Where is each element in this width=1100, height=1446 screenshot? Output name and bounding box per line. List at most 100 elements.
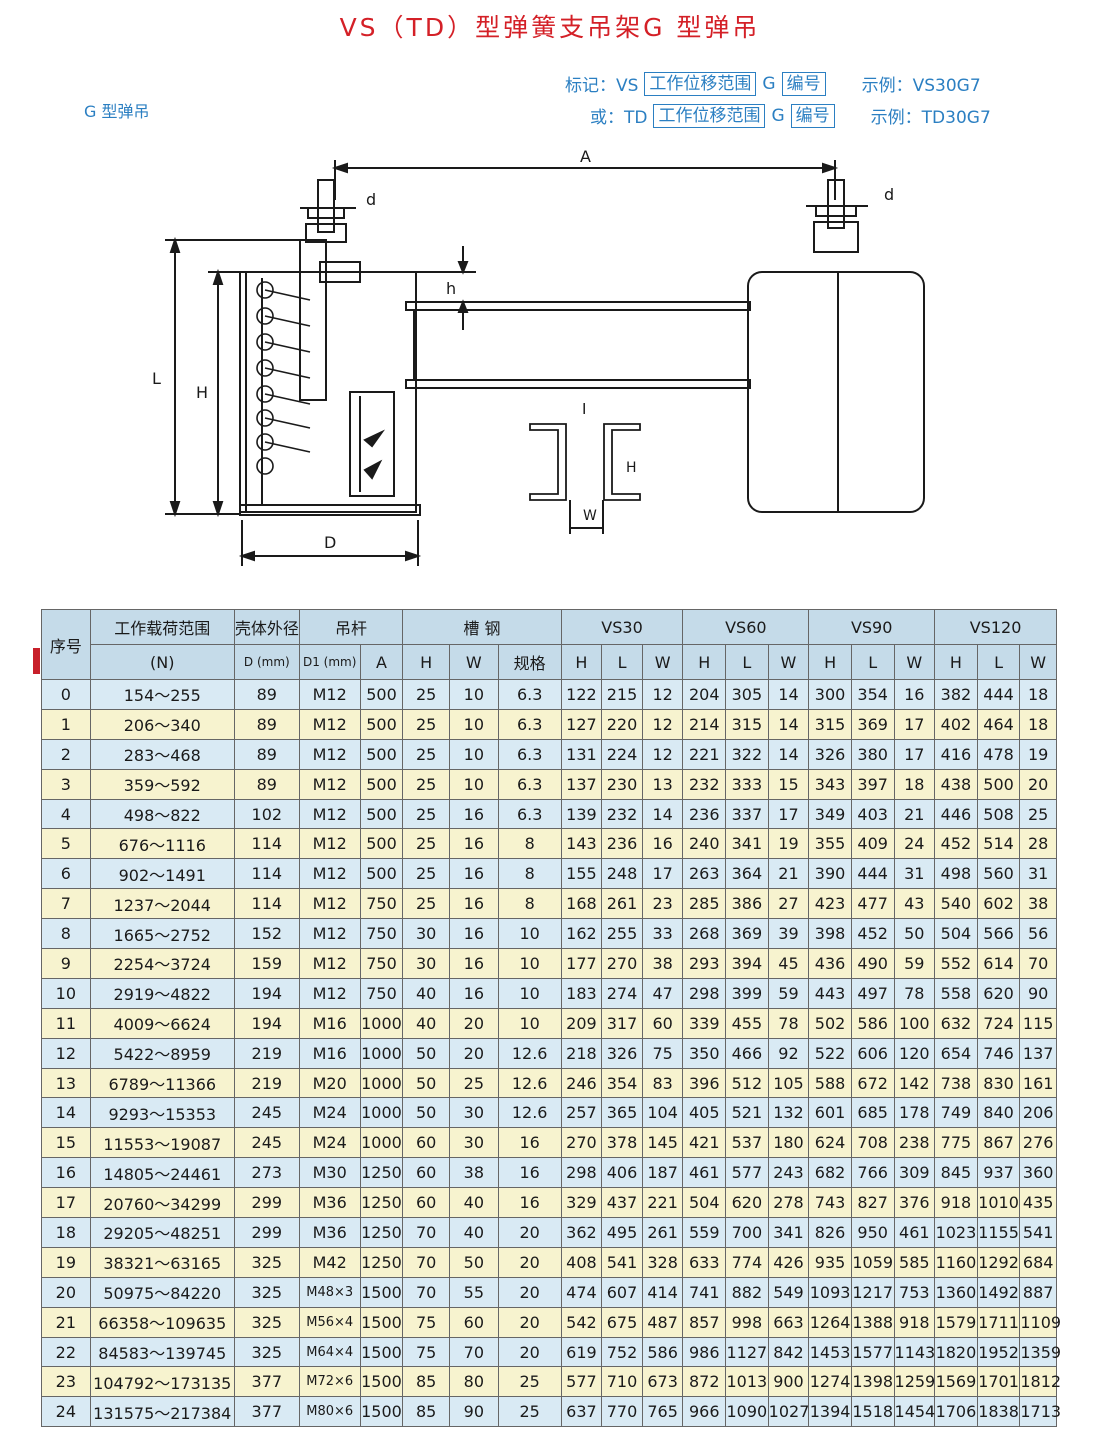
table-cell: 1023 bbox=[934, 1217, 978, 1248]
table-cell: 270 bbox=[560, 1127, 603, 1159]
table-cell: 6.3 bbox=[497, 708, 562, 740]
table-cell: 25 bbox=[402, 858, 450, 890]
table-cell: 219 bbox=[233, 1037, 300, 1069]
channel-label-i: I bbox=[582, 400, 586, 418]
table-cell: 738 bbox=[934, 1067, 978, 1099]
table-cell: 495 bbox=[601, 1217, 643, 1248]
table-cell: 60 bbox=[402, 1127, 450, 1159]
table-cell: 246 bbox=[560, 1067, 603, 1099]
table-cell: 245 bbox=[233, 1097, 300, 1129]
table-cell: 620 bbox=[725, 1187, 769, 1219]
table-cell: 283～468 bbox=[89, 738, 235, 770]
table-cell: 498 bbox=[934, 858, 978, 890]
table-cell: 750 bbox=[359, 977, 404, 1009]
table-cell: 602 bbox=[976, 888, 1021, 920]
dim-label-h: h bbox=[446, 279, 456, 298]
table-cell: 206 bbox=[1019, 1097, 1057, 1129]
table-cell: 632 bbox=[934, 1007, 978, 1039]
table-cell: 377 bbox=[233, 1396, 300, 1428]
table-cell: 20 bbox=[41, 1276, 91, 1308]
table-cell: 236 bbox=[601, 828, 643, 860]
table-cell: 1398 bbox=[850, 1366, 895, 1398]
table-cell: 8 bbox=[41, 918, 91, 950]
table-cell: 12 bbox=[641, 679, 684, 710]
table-cell: 857 bbox=[682, 1306, 727, 1338]
legend-g: G bbox=[771, 105, 785, 126]
table-cell: 500 bbox=[359, 828, 404, 860]
table-cell: 497 bbox=[850, 977, 895, 1009]
table-cell: 23 bbox=[41, 1366, 91, 1398]
table-cell: 10 bbox=[448, 768, 499, 800]
table-cell: 750 bbox=[359, 888, 404, 920]
table-cell: 437 bbox=[601, 1187, 643, 1219]
table-cell: 673 bbox=[641, 1366, 684, 1398]
table-cell: 218 bbox=[560, 1037, 603, 1069]
table-cell: M12 bbox=[298, 858, 361, 890]
table-cell: 137 bbox=[560, 768, 603, 800]
table-cell: 28 bbox=[1019, 828, 1057, 860]
table-cell: 161 bbox=[1019, 1067, 1057, 1099]
table-cell: 500 bbox=[359, 768, 404, 800]
table-cell: 16 bbox=[448, 828, 499, 860]
table-cell: 746 bbox=[976, 1037, 1021, 1069]
table-cell: 38 bbox=[641, 948, 684, 979]
table-cell: 1264 bbox=[808, 1306, 852, 1338]
table-cell: 542 bbox=[560, 1306, 603, 1338]
table-cell: 12 bbox=[641, 708, 684, 740]
table-cell: 255 bbox=[601, 918, 643, 950]
table-cell: 131575～217384 bbox=[89, 1396, 235, 1428]
table-cell: 25 bbox=[497, 1366, 562, 1398]
legend-box-number: 编号 bbox=[781, 71, 826, 96]
table-cell: 298 bbox=[682, 977, 727, 1009]
table-cell: 40 bbox=[402, 977, 450, 1009]
table-cell: 435 bbox=[1019, 1187, 1057, 1219]
table-cell: 0 bbox=[41, 679, 91, 710]
table-cell: 12.6 bbox=[497, 1067, 562, 1099]
col-vs60-w: W bbox=[767, 644, 810, 680]
table-cell: 70 bbox=[448, 1336, 499, 1368]
table-cell: 5 bbox=[41, 828, 91, 860]
table-cell: 25 bbox=[402, 738, 450, 770]
table-cell: 1292 bbox=[976, 1246, 1021, 1278]
table-cell: 514 bbox=[976, 828, 1021, 860]
table-cell: 443 bbox=[808, 977, 852, 1009]
table-cell: 902～1491 bbox=[89, 858, 235, 890]
table-cell: 16 bbox=[497, 1157, 562, 1189]
table-cell: 10 bbox=[41, 977, 91, 1009]
table-cell: 60 bbox=[641, 1007, 684, 1039]
table-cell: 390 bbox=[808, 858, 852, 890]
table-cell: M36 bbox=[298, 1217, 361, 1248]
table-cell: 59 bbox=[767, 977, 810, 1009]
table-cell: 329 bbox=[560, 1187, 603, 1219]
table-cell: 80 bbox=[448, 1366, 499, 1398]
table-cell: M30 bbox=[298, 1157, 361, 1189]
table-cell: 16 bbox=[497, 1187, 562, 1219]
table-cell: 24 bbox=[893, 828, 936, 860]
table-cell: 1127 bbox=[725, 1336, 769, 1368]
legend-box-displacement: 工作位移范围 bbox=[653, 103, 766, 128]
table-cell: 752 bbox=[601, 1336, 643, 1368]
table-cell: 83 bbox=[641, 1067, 684, 1099]
col-vs120: VS120 bbox=[934, 609, 1057, 645]
table-cell: 537 bbox=[725, 1127, 769, 1159]
table-cell: 549 bbox=[767, 1276, 810, 1308]
table-cell: 6.3 bbox=[497, 738, 562, 770]
table-cell: 168 bbox=[560, 888, 603, 920]
table-cell: 178 bbox=[893, 1097, 936, 1129]
table-cell: 365 bbox=[601, 1097, 643, 1129]
table-cell: 92 bbox=[767, 1037, 810, 1069]
table-cell: 402 bbox=[934, 708, 978, 740]
table-cell: 1013 bbox=[725, 1366, 769, 1398]
table-cell: 145 bbox=[641, 1127, 684, 1159]
dim-label-d-left: d bbox=[366, 190, 376, 209]
table-cell: 6789～11366 bbox=[89, 1067, 235, 1099]
page-title: VS（TD）型弹簧支吊架G 型弹吊 bbox=[339, 13, 761, 42]
table-cell: 502 bbox=[808, 1007, 852, 1039]
table-cell: 114 bbox=[233, 828, 300, 860]
table-cell: 6.3 bbox=[497, 679, 562, 710]
